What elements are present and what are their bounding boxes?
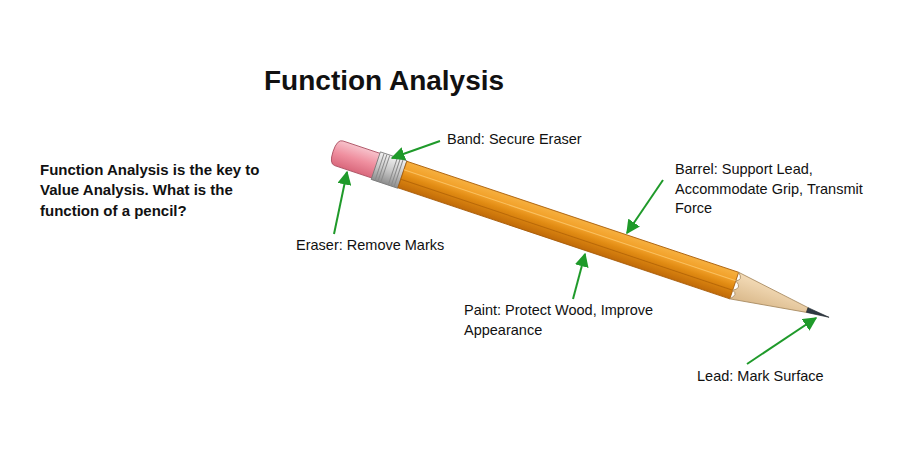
part-label: Barrel: Support Lead, Accommodate Grip, … bbox=[675, 160, 890, 219]
part-label: Lead: Mark Surface bbox=[697, 367, 824, 387]
diagram-title: Function Analysis bbox=[264, 62, 504, 100]
part-label: Eraser: Remove Marks bbox=[296, 236, 444, 256]
intro-note: Function Analysis is the key to Value An… bbox=[40, 160, 290, 221]
part-label: Paint: Protect Wood, Improve Appearance bbox=[464, 301, 689, 340]
part-label: Band: Secure Eraser bbox=[447, 130, 582, 150]
